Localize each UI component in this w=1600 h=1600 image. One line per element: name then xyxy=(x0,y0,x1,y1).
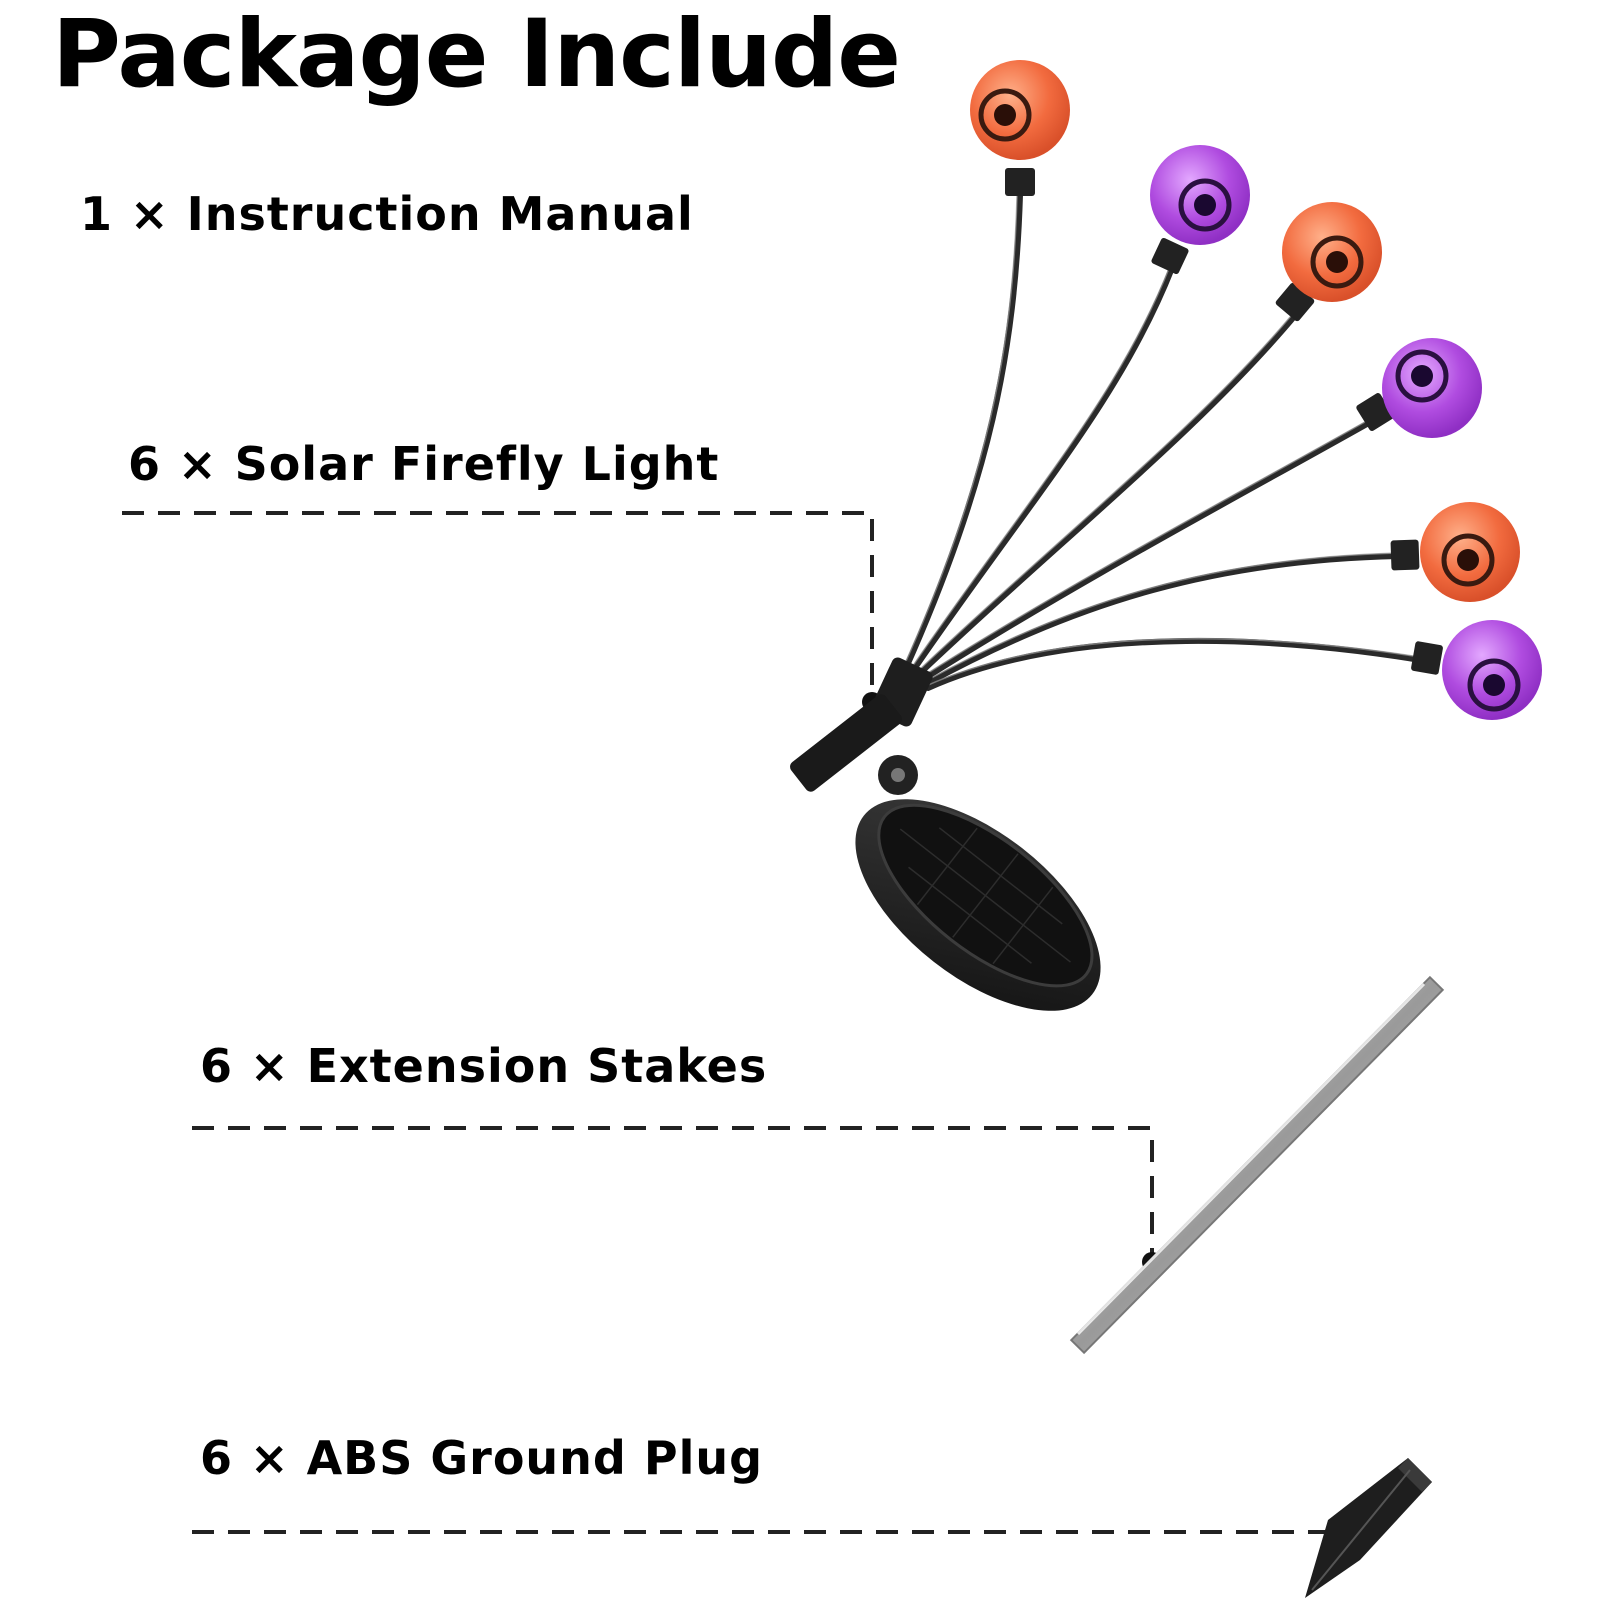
eyeball-bulb-6 xyxy=(1442,620,1542,720)
eyeball-bulb-5 xyxy=(1420,502,1520,602)
leader-line-stakes xyxy=(192,1126,1154,1260)
item-instruction-manual: 1 × Instruction Manual xyxy=(80,187,694,241)
eyeball-bulb-2 xyxy=(1150,145,1250,245)
page-title: Package Include xyxy=(52,0,901,109)
extension-stake xyxy=(1069,975,1445,1355)
eyeball-bulb-1 xyxy=(970,60,1070,160)
wire-stems xyxy=(902,192,1423,691)
eyeball-bulb-4 xyxy=(1382,338,1482,438)
item-extension-stakes: 6 × Extension Stakes xyxy=(200,1039,768,1093)
item-solar-firefly-light: 6 × Solar Firefly Light xyxy=(128,437,720,491)
item-abs-ground-plug: 6 × ABS Ground Plug xyxy=(200,1431,764,1485)
solar-panel xyxy=(855,799,1101,1011)
solar-hub-bracket xyxy=(790,657,933,795)
abs-ground-plug xyxy=(1305,1458,1432,1598)
eyeball-bulb-3 xyxy=(1282,202,1382,302)
leader-line-firefly xyxy=(122,511,874,700)
